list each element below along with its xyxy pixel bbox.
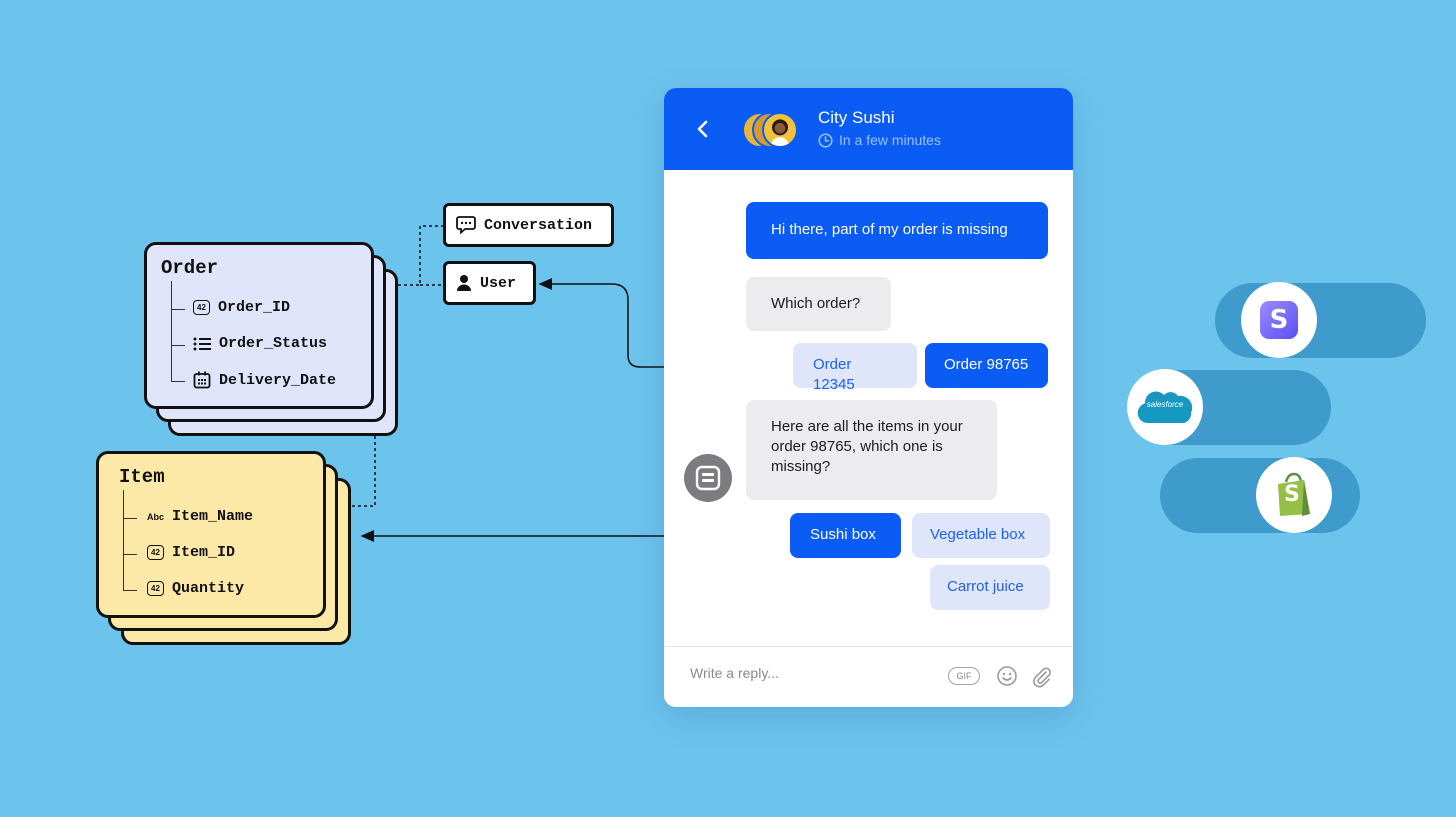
field-quantity[interactable]: 42 Quantity <box>147 580 244 597</box>
chat-bubble-icon <box>456 216 476 234</box>
number-type-icon: 42 <box>193 300 210 315</box>
field-label: Order_Status <box>219 335 328 352</box>
bot-message-bubble: Which order? <box>746 277 891 331</box>
chat-title: City Sushi <box>818 108 895 127</box>
user-label: User <box>480 274 517 292</box>
item-option-button[interactable]: Carrot juice <box>930 565 1050 610</box>
field-label: Item_Name <box>172 508 254 525</box>
conversation-label: Conversation <box>484 216 593 234</box>
order-option-button-selected[interactable]: Order 98765 <box>925 343 1048 388</box>
stripe-logo-circle[interactable]: S <box>1241 282 1317 358</box>
list-icon <box>193 337 211 350</box>
chat-header: City Sushi In a few minutes <box>664 88 1073 170</box>
bot-avatar <box>684 454 732 502</box>
item-card-title: Item <box>119 466 165 488</box>
emoji-icon[interactable] <box>996 665 1018 687</box>
chat-widget: City Sushi In a few minutes Hi there, pa… <box>664 88 1073 707</box>
salesforce-logo <box>1137 391 1193 423</box>
bot-message-bubble: Here are all the items in your order 987… <box>746 400 997 500</box>
clock-icon <box>818 132 833 148</box>
field-delivery-date[interactable]: Delivery_Date <box>193 371 336 389</box>
stripe-logo-letter: S <box>1269 305 1289 335</box>
bot-icon <box>695 465 721 491</box>
salesforce-logo-circle[interactable]: salesforce <box>1127 369 1203 445</box>
item-option-button[interactable]: Vegetable box <box>912 513 1050 558</box>
shopify-logo-letter: S <box>1284 482 1300 507</box>
order-card-title: Order <box>161 257 219 279</box>
text-type-icon: Abc <box>147 511 165 522</box>
field-item-id[interactable]: 42 Item_ID <box>147 544 235 561</box>
field-label: Delivery_Date <box>219 371 337 389</box>
order-to-conversation-connector <box>398 225 444 286</box>
chevron-left-icon[interactable] <box>692 118 714 140</box>
field-item-name[interactable]: Abc Item_Name <box>147 508 253 525</box>
shopify-logo <box>1278 472 1310 516</box>
salesforce-logo-text: salesforce <box>1146 400 1184 409</box>
field-label: Quantity <box>172 580 245 597</box>
conversation-entity-tag[interactable]: Conversation <box>443 203 614 247</box>
item-option-button-selected[interactable]: Sushi box <box>790 513 901 558</box>
number-type-icon: 42 <box>147 581 164 596</box>
user-icon <box>457 275 471 291</box>
response-time: In a few minutes <box>839 132 941 148</box>
paperclip-icon[interactable] <box>1030 664 1052 688</box>
reply-input[interactable] <box>690 665 930 681</box>
field-label: Item_ID <box>172 544 236 561</box>
avatar <box>762 112 798 148</box>
field-label: Order_ID <box>218 299 291 316</box>
agent-avatars <box>742 110 802 150</box>
composer-bar: GIF <box>664 646 1073 707</box>
order-option-button[interactable]: Order 12345 <box>793 343 917 393</box>
order-entity-card[interactable]: Order 42 Order_ID Order_Status Delivery_… <box>144 242 374 409</box>
stripe-logo: S <box>1260 301 1298 339</box>
field-order-id[interactable]: 42 Order_ID <box>193 299 290 316</box>
shopify-logo-circle[interactable]: S <box>1256 457 1332 533</box>
chat-subtitle: In a few minutes <box>818 132 941 148</box>
field-order-status[interactable]: Order_Status <box>193 335 327 352</box>
gif-button[interactable]: GIF <box>948 667 980 685</box>
number-type-icon: 42 <box>147 545 164 560</box>
user-message-bubble: Hi there, part of my order is missing <box>746 202 1048 259</box>
calendar-icon <box>193 371 211 389</box>
order-to-item-connector <box>352 436 376 507</box>
user-entity-tag[interactable]: User <box>443 261 536 305</box>
item-entity-card[interactable]: Item Abc Item_Name 42 Item_ID 42 Quantit… <box>96 451 326 618</box>
